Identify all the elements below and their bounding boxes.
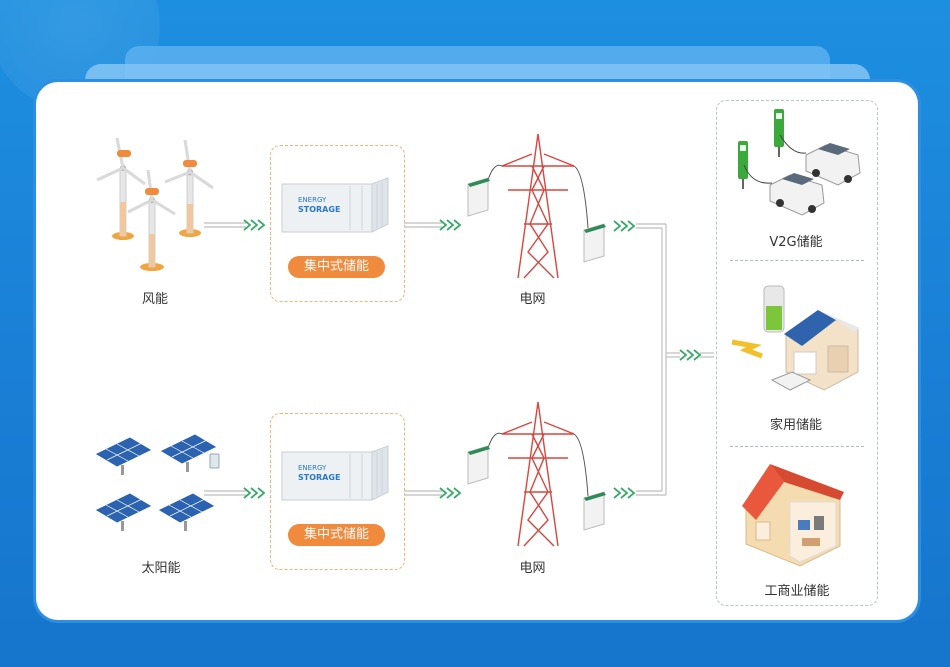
grid-label-bottom: 电网 (519, 561, 546, 576)
source-label-solar: 太阳能 (141, 561, 181, 576)
application-label-home: 家用储能 (769, 418, 822, 433)
grid-label-top: 电网 (519, 292, 546, 307)
flow-arrow-storage-to-grid-bottom (404, 487, 462, 499)
energy-storage-container-icon: ENERGY STORAGE (281, 177, 389, 233)
power-tower-icon (467, 133, 606, 279)
ev-charging-icon (738, 109, 861, 216)
flow-arrow-wind-to-storage (204, 219, 266, 231)
applications-divider-1 (730, 260, 864, 261)
wind-turbine-icon (96, 137, 214, 271)
container-text-line2: STORAGE (298, 473, 340, 482)
container-text-line1: ENERGY (298, 464, 327, 472)
container-text-line1: ENERGY (298, 196, 327, 204)
flow-arrow-solar-to-storage (204, 487, 266, 499)
source-label-wind: 风能 (141, 292, 168, 307)
energy-storage-container-icon: ENERGY STORAGE (281, 445, 389, 501)
application-label-commercial: 工商业储能 (764, 584, 830, 599)
applications-panel (716, 100, 878, 606)
storage-label-bottom: 集中式储能 (288, 524, 385, 546)
container-text-line2: STORAGE (298, 205, 340, 214)
home-storage-icon (731, 285, 860, 391)
solar-panel-icon (94, 433, 220, 531)
application-label-v2g: V2G储能 (769, 235, 823, 250)
power-tower-icon (467, 401, 606, 547)
storage-label-top: 集中式储能 (288, 256, 385, 278)
flow-arrow-storage-to-grid-top (404, 219, 462, 231)
commercial-building-icon (742, 464, 844, 567)
applications-divider-2 (730, 446, 864, 447)
flow-connector-grid-to-applications (613, 220, 714, 499)
